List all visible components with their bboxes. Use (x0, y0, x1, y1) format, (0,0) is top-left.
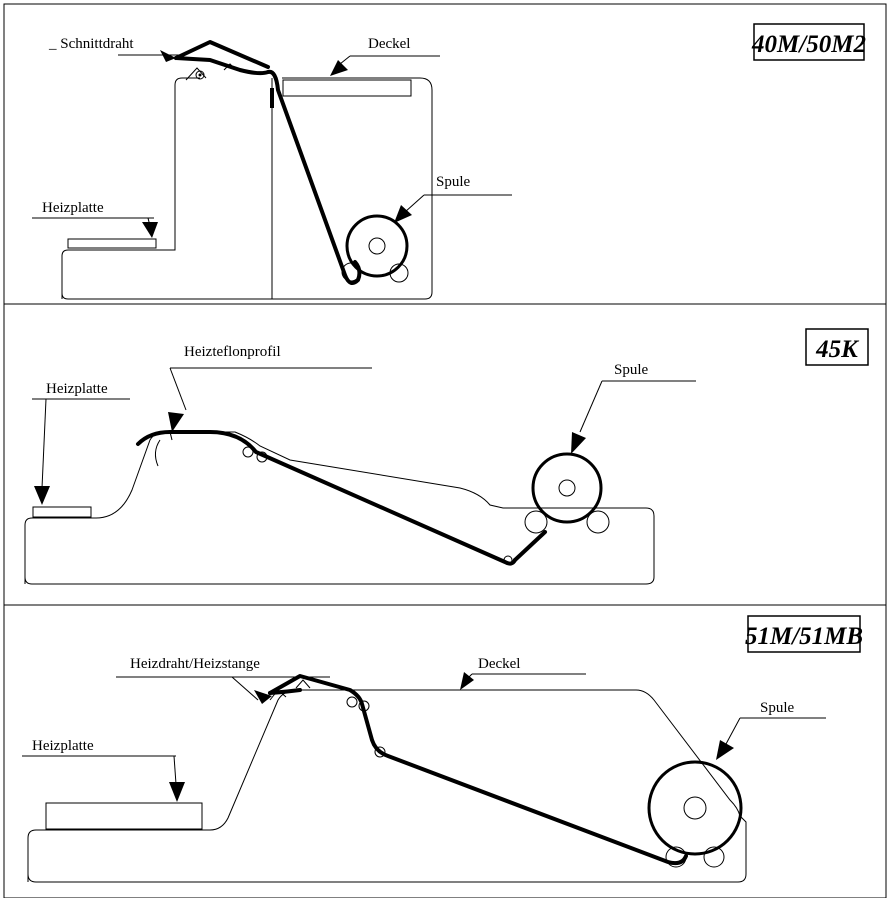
label-teflon-profile: Heizteflonprofil (184, 344, 281, 360)
model-title: 40M/50M2 (751, 31, 866, 58)
arrow-heating-plate (169, 782, 185, 802)
arrow-heating-plate (142, 222, 158, 238)
roller-c (374, 746, 386, 758)
arrow-lid (330, 60, 348, 76)
model-box (747, 615, 861, 653)
label-lid: Deckel (368, 36, 410, 52)
arrow-spool (571, 432, 586, 454)
roller-c (503, 555, 513, 565)
cutting-edge (154, 439, 161, 467)
arrow-spool (394, 205, 412, 223)
film-path (174, 56, 362, 286)
spool (345, 214, 409, 278)
label-cutting-wire: _ Schnittdraht (48, 36, 134, 52)
roller-d (665, 846, 687, 868)
film-clamp (270, 88, 274, 108)
arm-pivot (195, 70, 205, 80)
model-title: 45K (815, 336, 860, 363)
panel-40m-50m2: 40M/50M2 _ Schnittdraht Deckel Spule (3, 3, 887, 305)
spool-core (558, 479, 576, 497)
roller-b (389, 263, 409, 283)
label-heating-plate: Heizplatte (42, 200, 104, 216)
heating-plate (67, 238, 157, 249)
spool-core (368, 237, 386, 255)
machine-left-body (61, 77, 200, 299)
roller-b (358, 700, 370, 712)
roller-a (341, 262, 361, 282)
arrow-heating-plate (34, 486, 50, 505)
model-box (753, 23, 865, 61)
machine-body (27, 689, 747, 883)
roller-a (346, 696, 358, 708)
machine-right-body (61, 77, 433, 300)
roller-a (242, 446, 254, 458)
cutting-arm (185, 67, 207, 81)
roller-b (256, 451, 268, 463)
arrow-lid (460, 672, 474, 690)
label-heating-plate: Heizplatte (32, 738, 94, 754)
label-heating-wire: Heizdraht/Heizstange (130, 656, 260, 672)
lid (282, 79, 412, 97)
spool (647, 760, 743, 856)
roller-d (524, 510, 548, 534)
label-spool: Spule (614, 362, 649, 378)
panel-45k: 45K Heizplatte Heizteflonprofil Spule (3, 303, 887, 606)
machine-body (24, 431, 655, 585)
film-path (136, 430, 517, 566)
heating-plate (45, 802, 203, 830)
arrow-teflon-profile (168, 412, 184, 432)
panel-51m-51mb: 51M/51MB Heizdraht/Heizstange Deckel Spu… (3, 604, 887, 899)
panel-frame (3, 303, 887, 606)
arrow-heating-wire (254, 690, 272, 704)
arrow-cutting-wire (160, 50, 176, 62)
label-lid: Deckel (478, 656, 520, 672)
arrow-spool (716, 740, 734, 760)
roller-e (703, 846, 725, 868)
label-spool: Spule (760, 700, 795, 716)
spool (531, 452, 603, 524)
model-box (805, 328, 869, 366)
model-title: 51M/51MB (745, 623, 863, 650)
spool-core (683, 796, 707, 820)
roller-e (586, 510, 610, 534)
heating-plate (32, 506, 92, 518)
film-path (268, 674, 688, 866)
label-spool: Spule (436, 174, 471, 190)
label-heating-plate: Heizplatte (46, 381, 108, 397)
